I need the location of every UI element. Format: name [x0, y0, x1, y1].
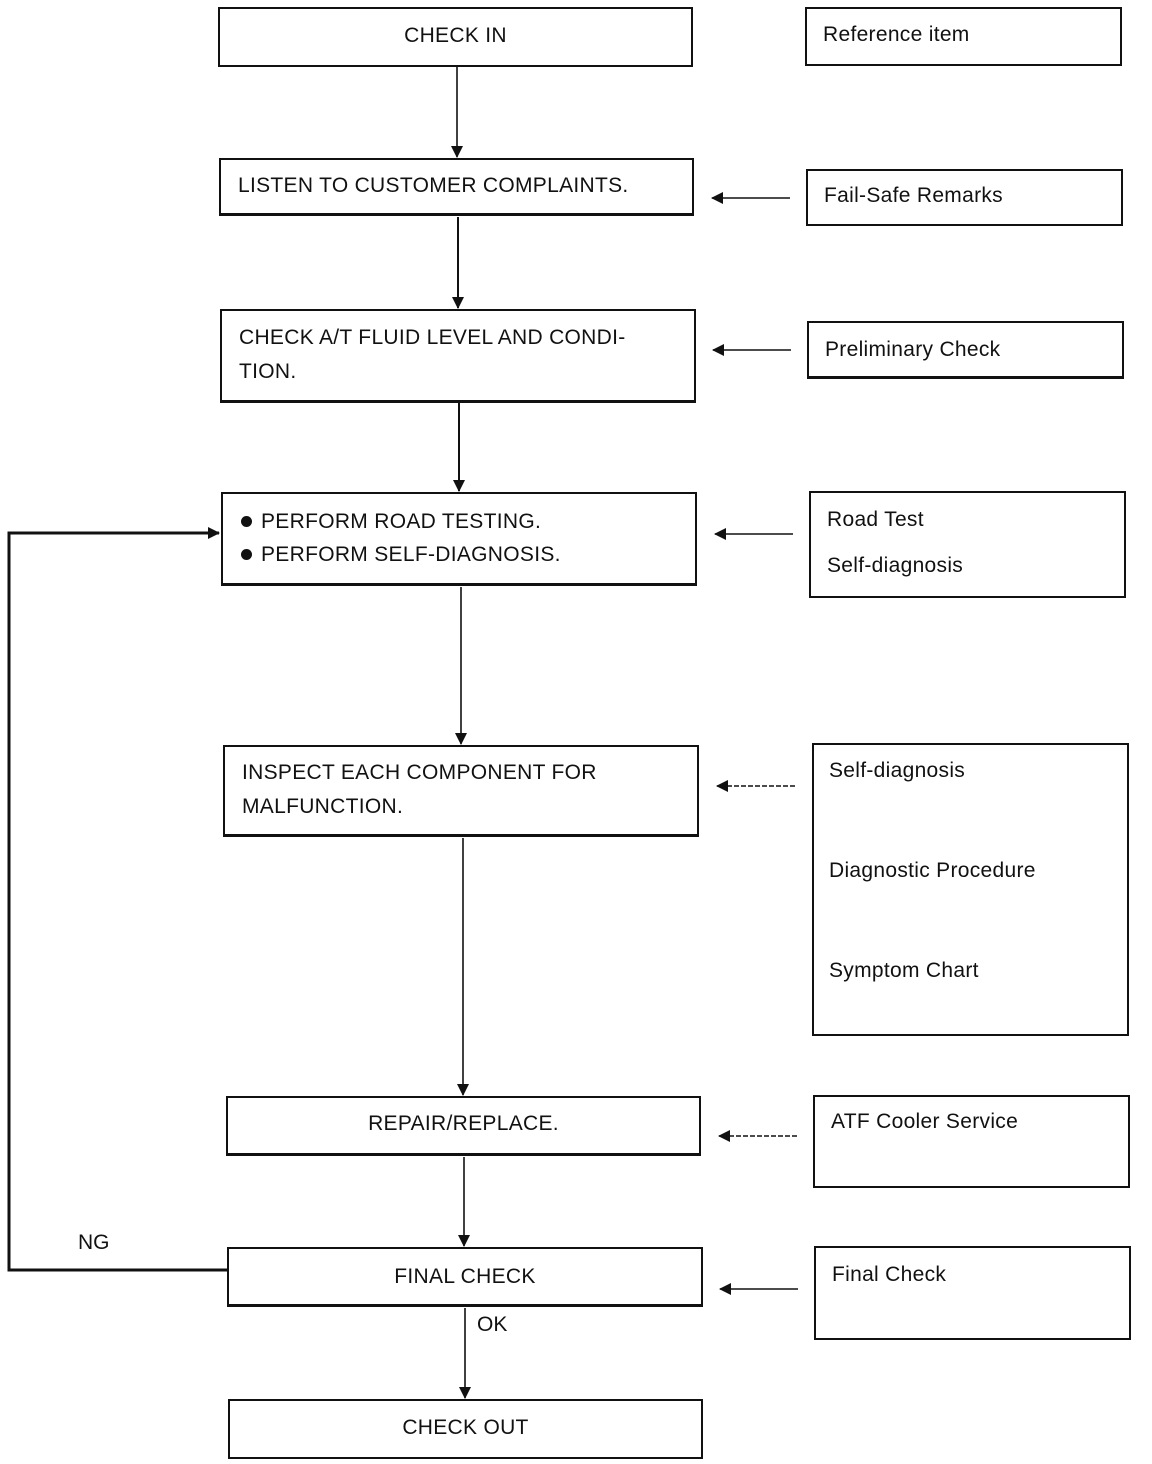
inspect-ref-box: Self-diagnosis Diagnostic Procedure Symp… [812, 743, 1129, 1036]
check-fluid-box: CHECK A/T FLUID LEVEL AND CONDI- TION. [220, 309, 696, 403]
road-test-item: PERFORM ROAD TESTING. [241, 510, 541, 534]
fail-safe-ref-box: Fail-Safe Remarks [806, 169, 1123, 226]
road-test-ref-label: Road Test [827, 508, 924, 531]
check-in-label: CHECK IN [404, 24, 507, 47]
listen-complaints-box: LISTEN TO CUSTOMER COMPLAINTS. [219, 158, 694, 216]
ok-branch-label: OK [477, 1313, 508, 1336]
repair-label: REPAIR/REPLACE. [368, 1112, 559, 1135]
inspect-label-line1: INSPECT EACH COMPONENT FOR [242, 761, 597, 784]
atf-cooler-ref-label: ATF Cooler Service [831, 1110, 1019, 1133]
self-diagnosis-ref-label: Self-diagnosis [827, 554, 964, 577]
inspect-label-line2: MALFUNCTION. [242, 795, 404, 818]
self-diagnosis-label: PERFORM SELF-DIAGNOSIS. [261, 543, 561, 566]
final-check-label: FINAL CHECK [394, 1265, 536, 1288]
ng-branch-label: NG [78, 1231, 110, 1254]
fail-safe-ref-label: Fail-Safe Remarks [824, 184, 1003, 207]
road-test-ref-box: Road Test Self-diagnosis [809, 491, 1126, 598]
repair-box: REPAIR/REPLACE. [226, 1096, 701, 1156]
listen-complaints-label: LISTEN TO CUSTOMER COMPLAINTS. [238, 174, 629, 197]
inspect-box: INSPECT EACH COMPONENT FOR MALFUNCTION. [223, 745, 699, 837]
reference-item-header: Reference item [823, 23, 970, 46]
check-out-box: CHECK OUT [228, 1399, 703, 1459]
check-out-label: CHECK OUT [402, 1416, 529, 1439]
check-in-box: CHECK IN [218, 7, 693, 67]
bullet-icon [241, 549, 252, 560]
bullet-icon [241, 516, 252, 527]
road-test-label: PERFORM ROAD TESTING. [261, 510, 542, 533]
preliminary-check-ref-box: Preliminary Check [807, 321, 1124, 379]
check-fluid-label-line1: CHECK A/T FLUID LEVEL AND CONDI- [239, 326, 626, 349]
diagnostic-procedure-ref-label: Diagnostic Procedure [829, 859, 1036, 882]
self-diagnosis-ref-label-2: Self-diagnosis [829, 759, 966, 782]
ng-feedback-loop [7, 527, 227, 1272]
check-fluid-label-line2: TION. [239, 360, 297, 383]
preliminary-check-ref-label: Preliminary Check [825, 338, 1001, 361]
final-check-ref-label: Final Check [832, 1263, 947, 1286]
atf-cooler-ref-box: ATF Cooler Service [813, 1095, 1130, 1188]
road-test-box: PERFORM ROAD TESTING. PERFORM SELF-DIAGN… [221, 492, 697, 586]
self-diagnosis-item: PERFORM SELF-DIAGNOSIS. [241, 543, 561, 567]
final-check-ref-box: Final Check [814, 1246, 1131, 1340]
reference-item-header-box: Reference item [805, 7, 1122, 66]
symptom-chart-ref-label: Symptom Chart [829, 959, 979, 982]
final-check-box: FINAL CHECK [227, 1247, 703, 1307]
